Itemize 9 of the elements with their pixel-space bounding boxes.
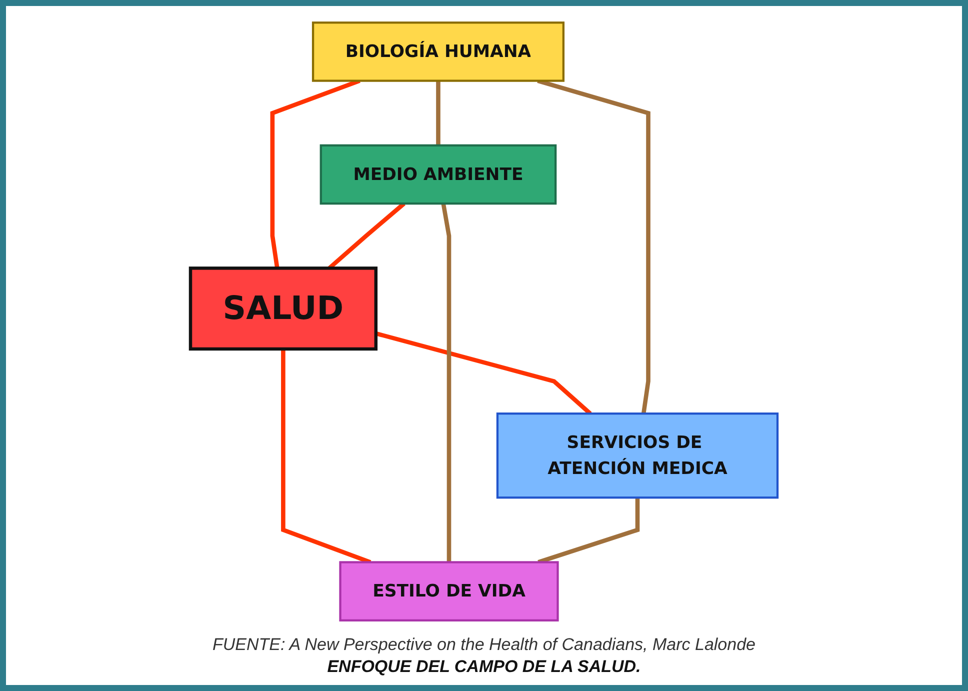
source-note: FUENTE: A New Perspective on the Health of Canadians, Marc Lalonde [212,635,756,655]
connector [441,203,452,562]
node-box: ESTILO DE VIDA [339,561,559,622]
node-box: BIOLOGÍA HUMANA [312,22,564,82]
node-box: SERVICIOS DE ATENCIÓN MEDICA [496,412,779,499]
node-box: MEDIO AMBIENTE [320,144,557,205]
node-box: SALUD [188,266,378,351]
caption: ENFOQUE DEL CAMPO DE LA SALUD. [327,657,641,677]
connector [436,80,440,146]
